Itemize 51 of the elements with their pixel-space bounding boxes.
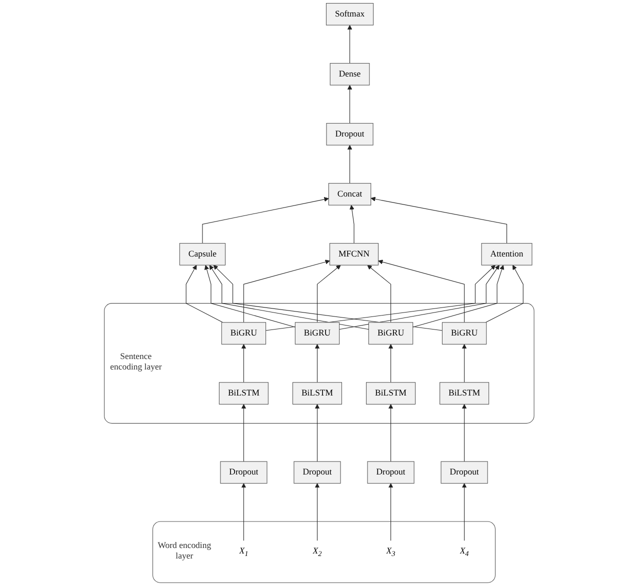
node-text: X$_{2}$ (312, 546, 322, 558)
arrow (241, 483, 246, 541)
node-box: Capsule (179, 243, 226, 266)
arrow (241, 404, 246, 462)
node-box: Dropout (294, 461, 341, 484)
node-text: X$_{3}$ (386, 546, 396, 558)
arrow (243, 260, 330, 323)
arrow (241, 344, 246, 383)
arrow (314, 344, 320, 383)
node-box: BiLSTM (366, 382, 416, 405)
node-text: X$_{4}$ (460, 546, 469, 558)
node-box: BiGRU (294, 322, 340, 344)
arrow (347, 24, 352, 64)
arrow (314, 404, 320, 462)
arrow (316, 264, 341, 323)
arrow (314, 483, 320, 541)
node-text: X$_{1}$ (239, 546, 248, 558)
arrow (338, 264, 500, 330)
node-box: Dropout (440, 461, 488, 484)
arrow (347, 144, 352, 184)
arrow (485, 264, 524, 323)
node-box: Softmax (326, 3, 374, 26)
arrow (462, 404, 467, 462)
node-box: BiLSTM (218, 382, 268, 405)
node-box: BiGRU (368, 322, 413, 344)
node-box: Dropout (326, 123, 374, 146)
arrow (388, 483, 393, 541)
node-box: BiGRU (442, 322, 486, 344)
node-box: Concat (328, 183, 371, 206)
node-box: Attention (481, 243, 532, 266)
arrow (347, 84, 352, 124)
arrow (412, 264, 504, 328)
arrow (349, 204, 354, 244)
arrow (388, 404, 393, 462)
arrow (367, 264, 391, 323)
arrow (209, 264, 369, 330)
node-box: BiLSTM (439, 382, 489, 405)
node-box: Dropout (367, 461, 414, 484)
node-box: BiGRU (221, 322, 266, 344)
node-box: MFCNN (329, 243, 378, 266)
arrow (462, 483, 467, 541)
arrow (462, 344, 467, 383)
arrow (370, 196, 507, 244)
arrow (388, 344, 393, 383)
arrow (186, 264, 223, 323)
node-box: Dropout (220, 461, 268, 484)
node-box: Dense (330, 63, 370, 86)
node-box: BiLSTM (292, 382, 342, 405)
arrow (204, 264, 296, 328)
arrow (378, 260, 464, 323)
arrow (202, 197, 329, 244)
